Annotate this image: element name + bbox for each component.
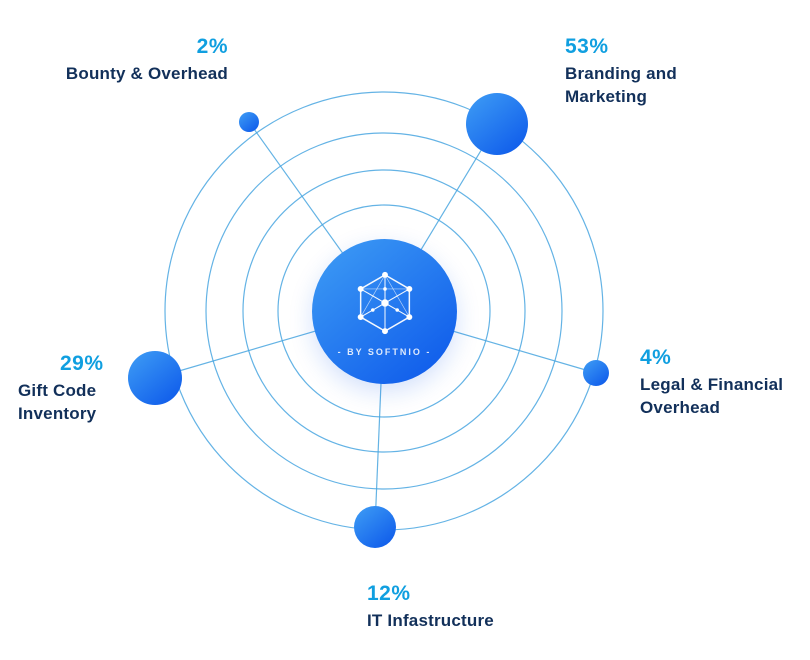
node-it-infrastructure bbox=[354, 506, 396, 548]
label-bounty-overhead: 2% Bounty & Overhead bbox=[66, 33, 228, 86]
label-text-gift: Gift Code Inventory bbox=[18, 381, 97, 424]
node-branding-marketing bbox=[466, 93, 528, 155]
brand-label: - BY SOFTNIO - bbox=[337, 347, 432, 357]
label-legal-financial: 4% Legal & Financial Overhead bbox=[640, 344, 783, 420]
orbit-ring-1 bbox=[277, 204, 491, 418]
label-branding-marketing: 53% Branding and Marketing bbox=[565, 33, 677, 109]
label-text-it: IT Infastructure bbox=[367, 611, 494, 631]
percent-it: 12% bbox=[367, 582, 411, 605]
orbit-ring-2 bbox=[242, 169, 526, 453]
label-it-infrastructure: 12% IT Infastructure bbox=[367, 580, 494, 633]
percent-branding: 53% bbox=[565, 35, 609, 58]
percent-legal: 4% bbox=[640, 346, 672, 369]
node-gift-code-inventory bbox=[128, 351, 182, 405]
label-gift-code-inventory: 29% Gift Code Inventory bbox=[18, 350, 104, 426]
label-text-branding: Branding and Marketing bbox=[565, 64, 677, 107]
softnio-logo-icon bbox=[357, 271, 412, 335]
percent-gift: 29% bbox=[60, 352, 104, 375]
orbit-ring-3 bbox=[205, 132, 563, 490]
label-text-bounty: Bounty & Overhead bbox=[65, 64, 228, 84]
node-legal-financial bbox=[583, 360, 609, 386]
center-emblem: - BY SOFTNIO - bbox=[312, 239, 457, 384]
percent-bounty: 2% bbox=[196, 35, 228, 58]
label-text-legal: Legal & Financial Overhead bbox=[640, 375, 784, 418]
node-bounty-overhead bbox=[239, 112, 259, 132]
